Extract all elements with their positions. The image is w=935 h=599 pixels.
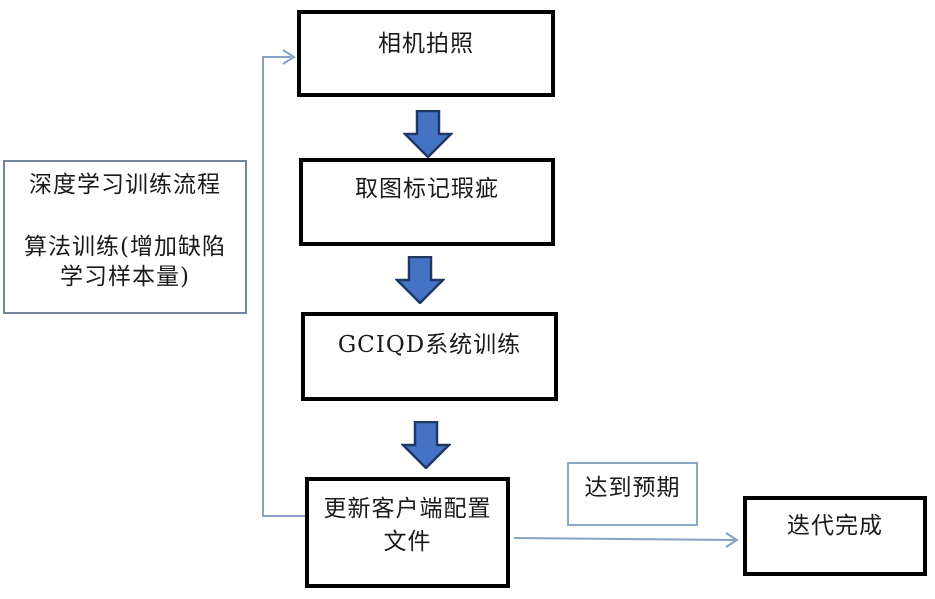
- node-expectation: 达到预期: [567, 462, 698, 526]
- node-expectation-label: 达到预期: [584, 475, 681, 501]
- node-mark-defects: 取图标记瑕疵: [299, 158, 555, 246]
- done-connector: [513, 532, 739, 548]
- node-iteration-done-label: 迭代完成: [787, 513, 883, 539]
- node-process-note-line3: 学习样本量): [60, 263, 190, 290]
- node-update-config: 更新客户端配置 文件: [305, 477, 510, 588]
- node-system-training: GCIQD系统训练: [301, 312, 558, 401]
- node-mark-defects-label: 取图标记瑕疵: [355, 176, 499, 202]
- arrow-down-icon: [395, 256, 445, 304]
- node-update-config-line2: 文件: [383, 529, 432, 556]
- node-update-config-line1: 更新客户端配置: [323, 496, 492, 522]
- node-process-note-line1: 深度学习训练流程: [29, 172, 221, 198]
- arrow-right-icon: [282, 49, 296, 65]
- arrow-right-icon: [725, 532, 739, 548]
- arrow-down-icon: [403, 110, 453, 158]
- node-process-note-line2: 算法训练(增加缺陷: [24, 233, 226, 260]
- node-camera-label: 相机拍照: [378, 31, 474, 57]
- node-camera: 相机拍照: [297, 10, 555, 97]
- arrow-down-icon: [401, 421, 451, 469]
- node-system-training-label: GCIQD系统训练: [337, 332, 522, 358]
- node-iteration-done: 迭代完成: [743, 496, 927, 576]
- loopback-connector: [262, 49, 305, 517]
- node-process-note: 深度学习训练流程 算法训练(增加缺陷 学习样本量): [3, 160, 247, 314]
